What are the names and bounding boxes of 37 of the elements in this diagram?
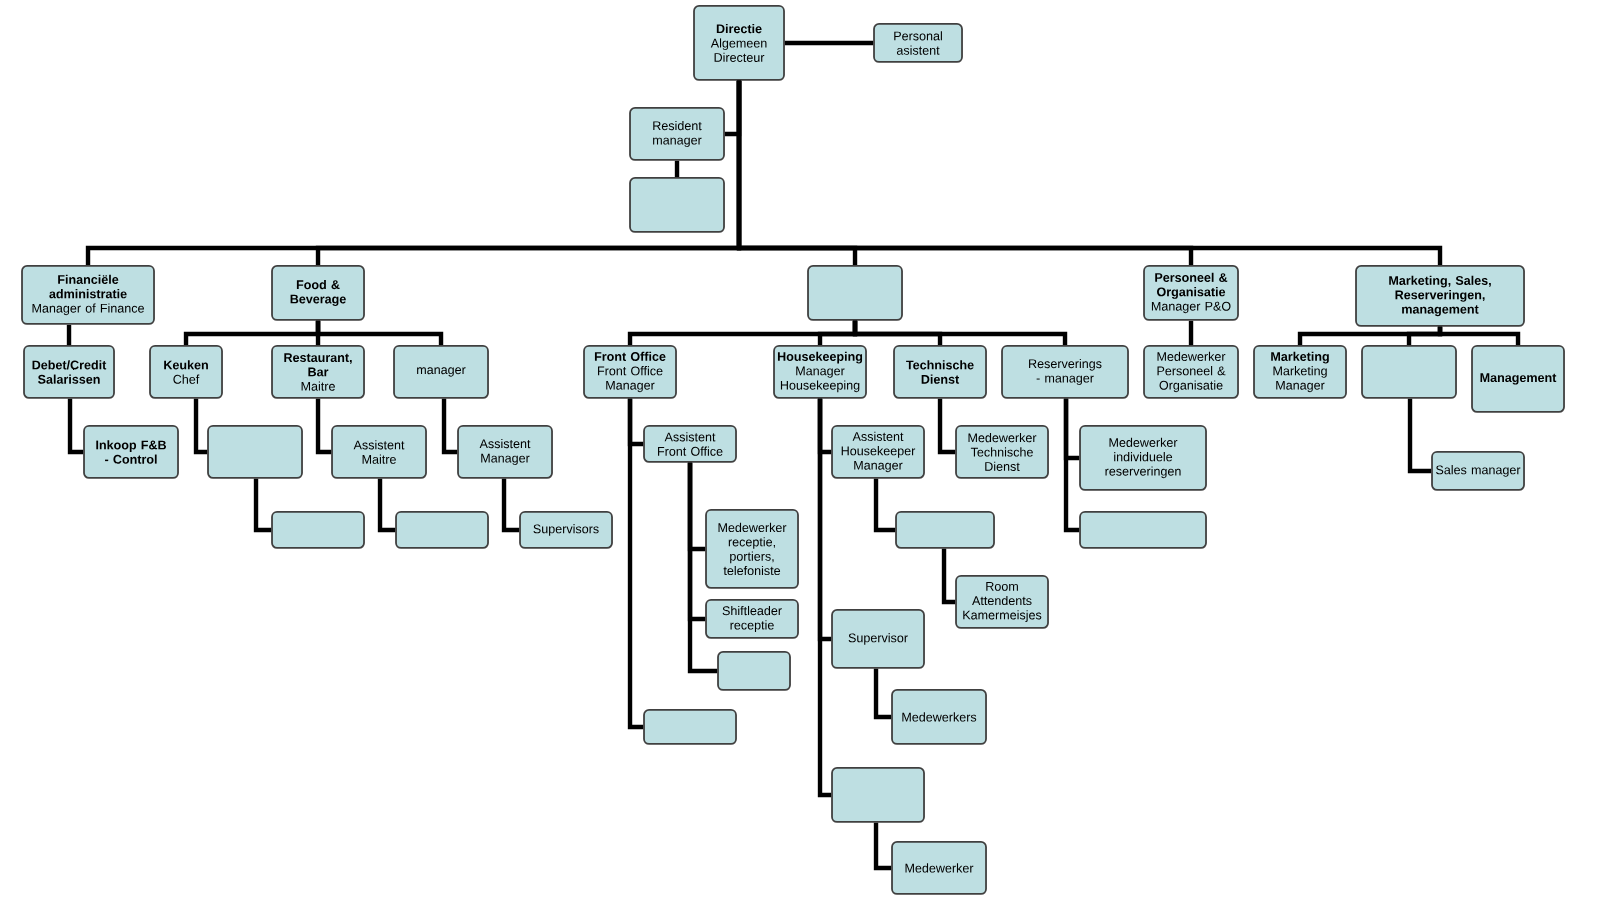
empty-box bbox=[1361, 345, 1457, 399]
connector-line bbox=[873, 668, 892, 720]
connector-line bbox=[253, 478, 272, 533]
connector-line bbox=[1063, 398, 1080, 533]
connector-line bbox=[852, 320, 1068, 346]
connector-line bbox=[687, 462, 718, 674]
connector-line bbox=[1188, 320, 1194, 346]
connector-line bbox=[315, 320, 444, 346]
empty-box bbox=[831, 767, 925, 823]
connector-line bbox=[627, 398, 644, 730]
connector-line bbox=[674, 160, 680, 178]
connector-line bbox=[937, 398, 956, 455]
connector-line bbox=[817, 398, 832, 798]
connector-line bbox=[873, 822, 892, 871]
connector-line bbox=[67, 398, 84, 455]
empty-box bbox=[643, 709, 737, 745]
connector-line bbox=[784, 40, 874, 46]
empty-box bbox=[717, 651, 791, 691]
connector-line bbox=[1407, 398, 1432, 474]
connector-line bbox=[501, 478, 520, 533]
connector-line bbox=[315, 398, 332, 455]
connector-line bbox=[736, 80, 1443, 266]
empty-box bbox=[807, 265, 903, 321]
connector-line bbox=[1406, 326, 1443, 346]
empty-box bbox=[895, 511, 995, 549]
empty-box bbox=[1079, 511, 1207, 549]
empty-box bbox=[395, 511, 489, 549]
connector-line bbox=[377, 478, 396, 533]
connector-line bbox=[873, 478, 896, 533]
empty-box bbox=[629, 177, 725, 233]
empty-box bbox=[271, 511, 365, 549]
connector-line bbox=[441, 398, 458, 455]
connector-line bbox=[193, 398, 208, 455]
connector-line bbox=[1437, 326, 1521, 346]
connector-line bbox=[66, 324, 72, 346]
connector-line bbox=[941, 548, 956, 605]
empty-box bbox=[207, 425, 303, 479]
